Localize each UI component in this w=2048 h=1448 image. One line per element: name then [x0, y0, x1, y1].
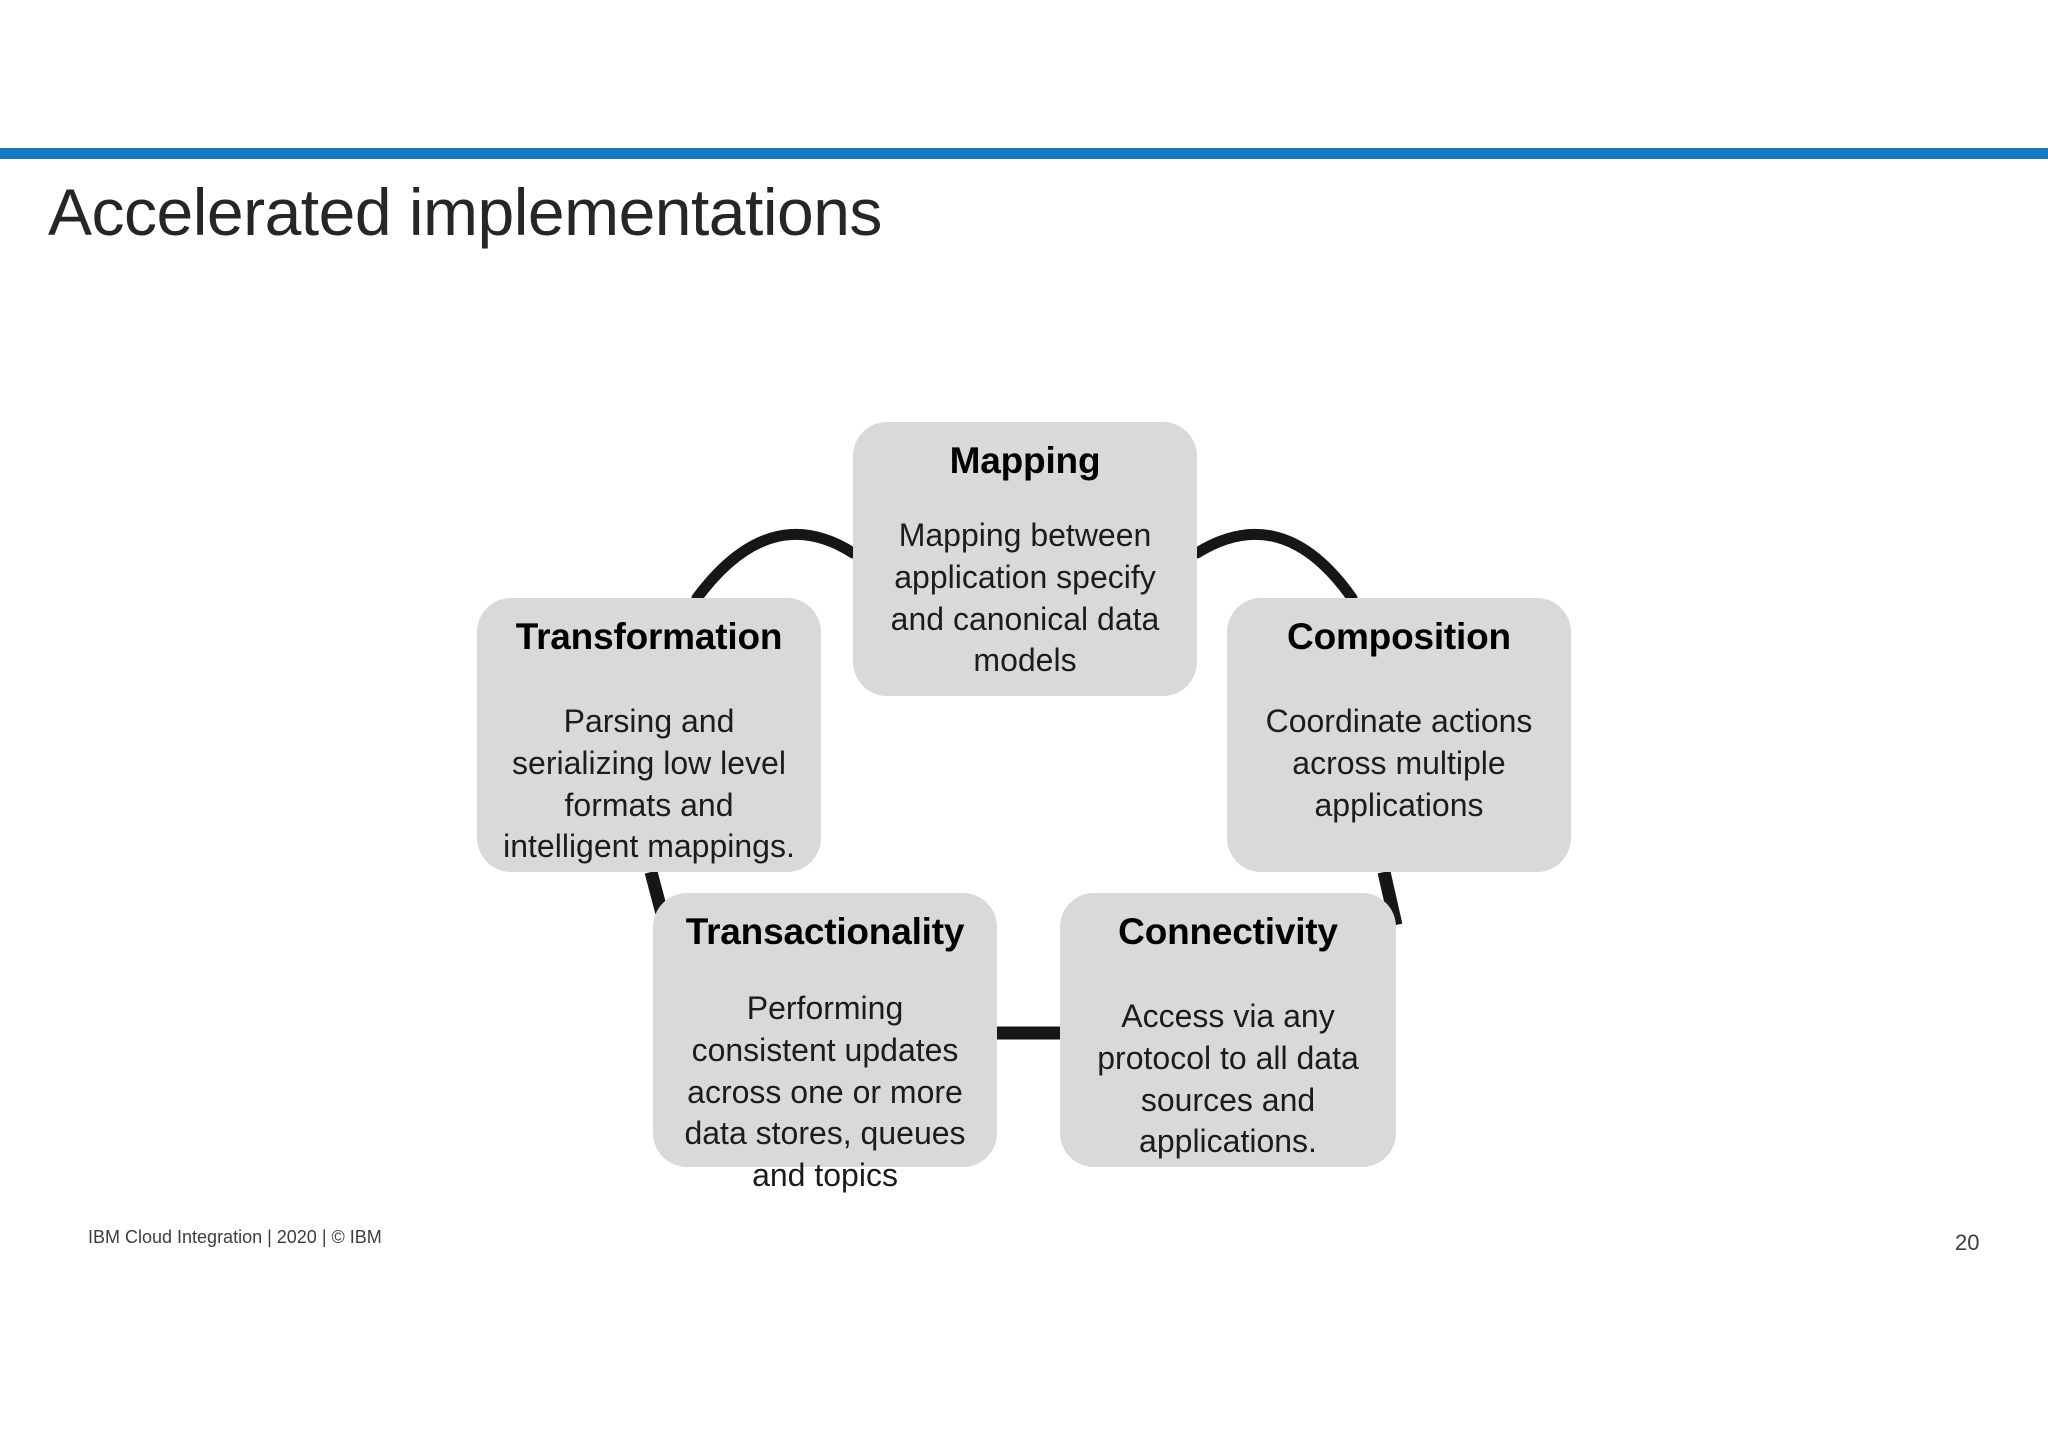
node-connectivity[interactable]: Connectivity Access via any protocol to … [1060, 893, 1396, 1167]
connector-mapping-to-composition [1191, 528, 1358, 604]
node-transformation-title: Transformation [515, 616, 783, 657]
node-transactionality[interactable]: Transactionality Performing consistent u… [653, 893, 997, 1193]
node-connectivity-title: Connectivity [1118, 911, 1338, 952]
node-composition-body: Coordinate actions across multiple appli… [1265, 703, 1533, 823]
node-mapping-title: Mapping [949, 440, 1101, 481]
node-transformation-body: Parsing and serializing low level format… [503, 703, 795, 865]
connector-transformation-to-mapping [691, 528, 859, 604]
node-mapping-body: Mapping between application specify and … [890, 517, 1160, 679]
node-mapping[interactable]: Mapping Mapping between application spec… [853, 422, 1197, 696]
footer-attribution: IBM Cloud Integration | 2020 | © IBM [88, 1227, 382, 1247]
node-composition[interactable]: Composition Coordinate actions across mu… [1227, 598, 1571, 872]
node-composition-title: Composition [1287, 616, 1511, 657]
node-transactionality-body: Performing consistent updates across one… [684, 990, 966, 1193]
node-transactionality-title: Transactionality [685, 911, 965, 952]
node-connectivity-body: Access via any protocol to all data sour… [1097, 998, 1359, 1160]
page-title: Accelerated implementations [48, 175, 882, 249]
node-transformation[interactable]: Transformation Parsing and serializing l… [477, 598, 821, 872]
accent-rule [0, 148, 2048, 159]
page-number: 20 [1955, 1230, 1980, 1255]
